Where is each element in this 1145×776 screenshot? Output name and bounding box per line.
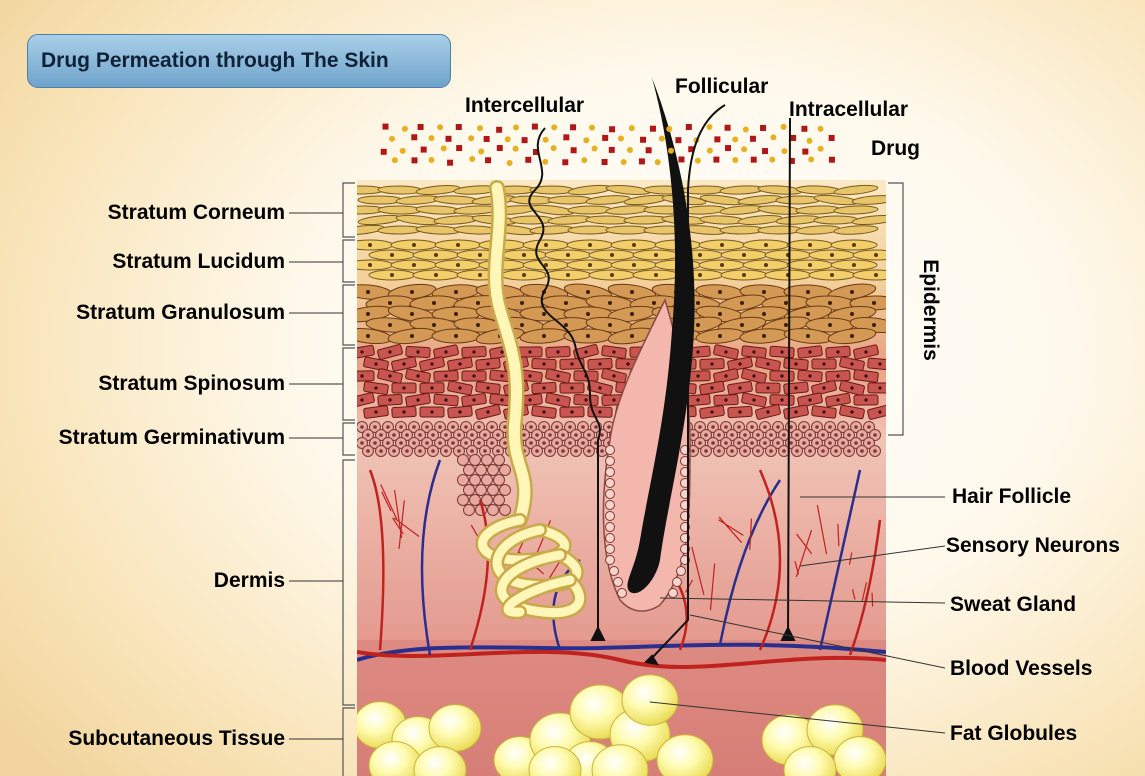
- sensory-neurons-label: Sensory Neurons: [946, 534, 1120, 558]
- fat-globules-label: Fat Globules: [950, 722, 1077, 746]
- left-brackets: [343, 183, 355, 776]
- hair-follicle-label: Hair Follicle: [952, 485, 1071, 509]
- sweat-gland-label: Sweat Gland: [950, 593, 1076, 617]
- stratum-germinativum-label: Stratum Germinativum: [59, 426, 285, 450]
- drug-particles: [381, 124, 835, 166]
- intracellular-label: Intracellular: [789, 98, 908, 122]
- drug-label: Drug: [871, 137, 920, 161]
- follicular-label: Follicular: [675, 75, 768, 99]
- epidermis-label: Epidermis: [918, 259, 942, 361]
- dermis-label: Dermis: [214, 569, 285, 593]
- subcutaneous-tissue-label: Subcutaneous Tissue: [68, 727, 285, 751]
- stratum-corneum-label: Stratum Corneum: [108, 201, 285, 225]
- stratum-spinosum-label: Stratum Spinosum: [98, 372, 285, 396]
- stratum-lucidum-label: Stratum Lucidum: [112, 250, 285, 274]
- stratum-granulosum-label: Stratum Granulosum: [76, 301, 285, 325]
- title-banner: Drug Permeation through The Skin: [27, 34, 451, 88]
- stratum-granulosum-cells: [343, 281, 898, 347]
- stratum-corneum-cells: [340, 184, 897, 237]
- epidermis-bracket: [888, 183, 903, 435]
- intercellular-label: Intercellular: [465, 94, 584, 118]
- blood-vessels-label: Blood Vessels: [950, 657, 1092, 681]
